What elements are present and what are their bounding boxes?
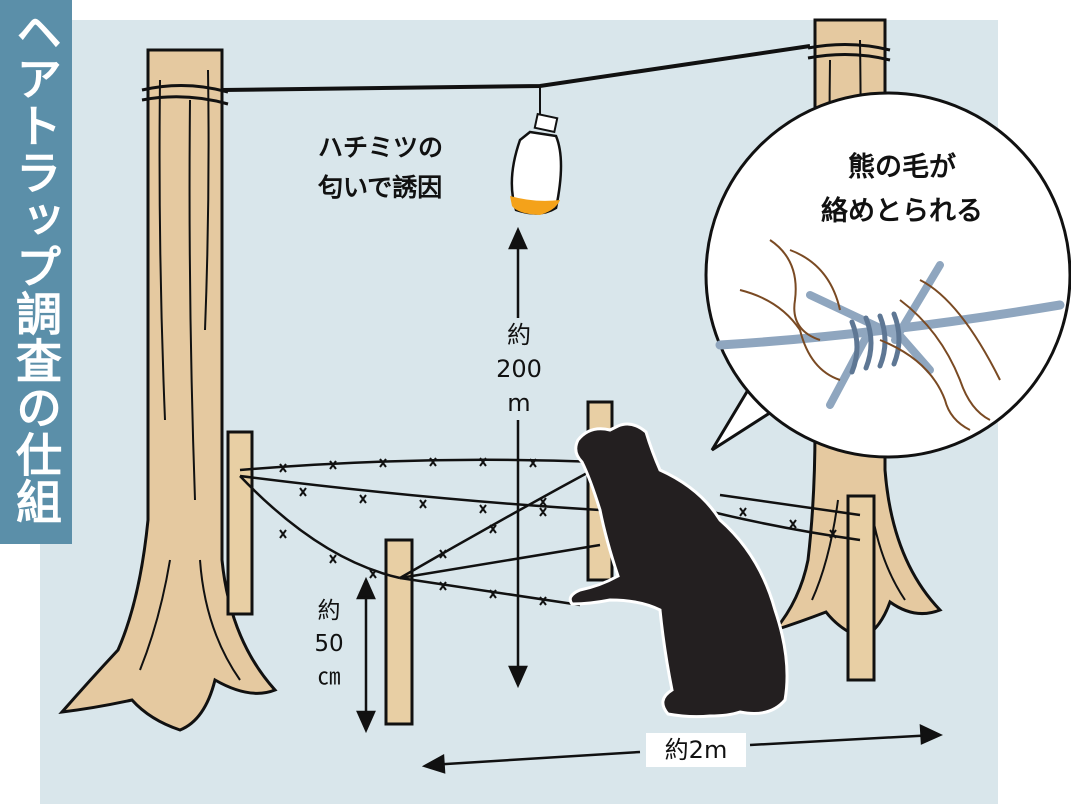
height-dimension-label: 約 200 m [486, 318, 552, 420]
left-tree [58, 48, 278, 732]
wire-height-dimension-label: 約 50 ㎝ [306, 595, 352, 694]
barbed-wire [239, 458, 861, 607]
post-back-left [226, 430, 254, 616]
hair-label-line2: 絡めとられる [821, 196, 983, 227]
hair-label: 熊の毛が 絡めとられる [782, 146, 1022, 234]
honey-label-line1: ハチミツの [318, 133, 444, 162]
wire-value: 50 [314, 631, 344, 657]
title-band: ヘアトラップ調査の仕組み [0, 0, 72, 544]
wire-barbs [279, 457, 837, 606]
honey-label: ハチミツの 匂いで誘因 [318, 128, 443, 208]
height-unit: m [507, 389, 531, 417]
post-front-right [846, 494, 876, 682]
zoomed-barbed-wire [715, 261, 1065, 409]
width-arrow [421, 723, 943, 774]
honey-fill [510, 196, 560, 215]
width-dimension-label: 約2m [646, 733, 746, 767]
bear [568, 422, 789, 719]
height-arrow [508, 226, 528, 689]
hair-label-line1: 熊の毛が [848, 152, 956, 183]
width-label: 約2m [664, 736, 728, 764]
post-front-left [384, 538, 414, 726]
honey-bottle [510, 112, 563, 215]
wire-prefix: 約 [317, 598, 341, 624]
bear-hair [739, 239, 1001, 431]
wire-height-arrow [356, 576, 376, 734]
height-value: 200 [496, 355, 542, 383]
honey-label-line2: 匂いで誘因 [318, 173, 443, 202]
diagram-title: ヘアトラップ調査の仕組み [9, 8, 63, 525]
rope [221, 44, 811, 92]
height-prefix: 約 [507, 321, 531, 349]
zoom-bubble [704, 91, 1071, 459]
wire-unit: ㎝ [317, 664, 341, 690]
